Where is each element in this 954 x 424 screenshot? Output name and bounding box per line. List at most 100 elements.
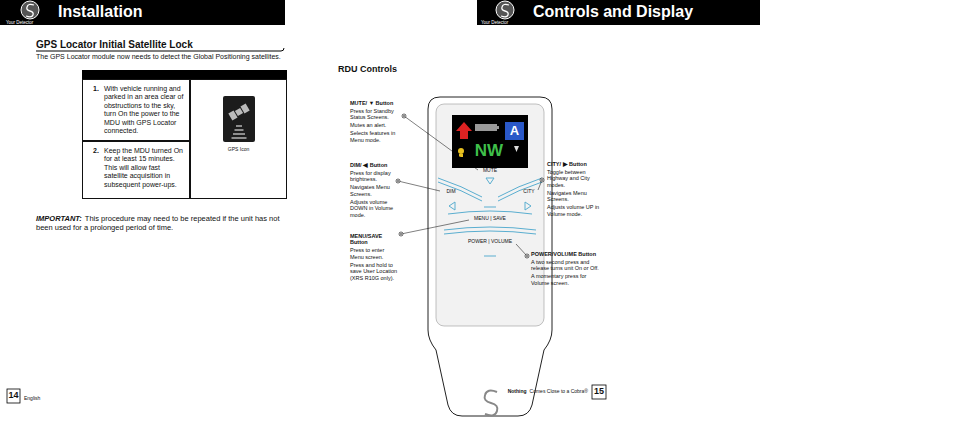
screen-icon: A — [510, 123, 519, 138]
header-bar — [0, 0, 760, 25]
header-tag-group: Your Detector — [6, 20, 33, 25]
rdu-device — [438, 182, 482, 201]
rdu-device — [486, 178, 494, 184]
callout-text: Press for Standby Status Screens. — [350, 108, 400, 121]
step-number: 1. — [93, 85, 104, 136]
rdu-device — [475, 124, 497, 131]
callout-dot-center — [400, 233, 402, 235]
button-label-group: CITY — [523, 189, 534, 195]
rdu-device — [498, 182, 542, 201]
callout-text: A two second press and release turns uni… — [531, 259, 599, 272]
header-bar — [496, 1, 514, 19]
callout-text-group: DIM/ ◀ ButtonPress for display brightnes… — [350, 162, 394, 218]
callout-text: Toggle between Highway and City modes. — [547, 169, 605, 188]
subheading-group: RDU Controls — [338, 64, 397, 75]
button-label: MUTE — [483, 168, 497, 174]
callout-text: A momentary press for Volume screen. — [531, 273, 599, 286]
footer-text: Comes Close to a Cobra® — [530, 388, 588, 394]
button-label-group: POWER | VOLUME — [468, 239, 512, 245]
callout-text: MENU/SAVE Button — [350, 233, 398, 246]
callout-text: POWER/VOLUME Button — [531, 251, 599, 257]
leader-line — [398, 116, 542, 256]
button-label-group: DIM — [446, 189, 455, 195]
rdu-device — [438, 178, 542, 256]
leader-line — [404, 116, 478, 170]
callout-text: Press and hold to save User Location (XR… — [350, 262, 398, 281]
rdu-device — [438, 178, 482, 197]
header-bar — [21, 1, 39, 19]
section-heading: Controls and Display — [533, 3, 693, 22]
callout-text-group: MUTE/ ▼ ButtonPress for Standby Status S… — [350, 100, 400, 143]
gps-icon — [234, 129, 243, 131]
button-label: CITY — [523, 189, 534, 195]
rdu-device — [484, 256, 496, 257]
note-text: IMPORTANT: — [36, 214, 82, 223]
rdu-device — [452, 115, 528, 168]
section-heading-group: Controls and Display — [533, 3, 693, 22]
callout-text: MUTE/ ▼ Button — [350, 100, 400, 106]
subheading-group: GPS Locator Initial Satellite Lock — [36, 39, 193, 51]
callout-dot — [396, 114, 544, 258]
header-bar — [0, 0, 285, 25]
section-heading: Installation — [58, 3, 142, 22]
step-text: With vehicle running and parked in an ar… — [104, 85, 185, 136]
gps-icon — [228, 104, 249, 121]
rdu-device — [497, 126, 499, 129]
rdu-device — [456, 122, 472, 139]
callout-text: Navigates Menu Screens. — [350, 184, 394, 197]
gps-icon — [236, 125, 242, 127]
header-tag-group: Your Detector — [481, 20, 508, 25]
header-tag: Your Detector — [481, 20, 508, 25]
footer-text: English — [24, 396, 40, 402]
leader-line — [401, 220, 469, 234]
rdu-device — [444, 227, 536, 230]
gps-icon — [234, 108, 242, 116]
title-rule — [281, 48, 284, 51]
rdu-device — [458, 148, 464, 154]
callout-text: Adjusts volume DOWN in Volume mode. — [350, 199, 394, 218]
callout-dot — [399, 232, 403, 236]
callout-text: Navigates Menu Screens. — [547, 190, 605, 203]
table-cell: GPS Icon — [190, 79, 287, 199]
step-number: 2. — [93, 147, 104, 194]
rdu-device — [485, 391, 498, 416]
table-cell: 1.With vehicle running and parked in an … — [82, 79, 190, 141]
rdu-device — [444, 231, 536, 234]
table-cell: 2.Keep the MDU turned On for at least 15… — [82, 141, 190, 199]
body-text: The GPS Locator module now needs to dete… — [36, 53, 316, 61]
page-number-group: 14 — [7, 390, 20, 401]
header-bar — [26, 4, 34, 16]
footer-text-group: English — [24, 396, 40, 402]
step-text: Keep the MDU turned On for at least 15 m… — [104, 147, 185, 194]
icon-caption: GPS Icon — [228, 146, 249, 152]
callout-text: Selects features in Menu mode. — [350, 130, 400, 143]
title-rule — [36, 50, 281, 51]
rdu-device — [505, 122, 524, 140]
callout-dot-center — [403, 115, 405, 117]
callout-dot-center — [541, 179, 543, 181]
callout-dot-center — [526, 255, 528, 257]
header-bar — [477, 0, 760, 25]
body-text-group: The GPS Locator module now needs to dete… — [36, 53, 316, 61]
rdu-device — [525, 202, 531, 210]
callout-text: Press for display brightness. — [350, 170, 394, 183]
callout-dot — [402, 114, 406, 118]
gps-icon — [223, 96, 255, 142]
footer-text-group: NothingComes Close to a Cobra® — [478, 389, 588, 395]
rdu-device — [436, 104, 544, 326]
rdu-device — [484, 207, 496, 208]
leader-line — [516, 244, 527, 256]
callout-text: DIM/ ◀ Button — [350, 162, 394, 168]
callout-text-group: CITY/ ▶ ButtonToggle between Highway and… — [547, 161, 605, 217]
rdu-device — [514, 146, 519, 152]
callout-text: Press to enter Menu screen. — [350, 247, 398, 260]
button-label: MENU | SAVE — [474, 216, 506, 222]
screen-icon: NW — [475, 141, 503, 161]
subheading: RDU Controls — [338, 64, 397, 75]
callout-dot-center — [397, 115, 543, 257]
page-number-box — [592, 385, 606, 399]
subheading: GPS Locator Initial Satellite Lock — [36, 39, 193, 51]
callout-dot-center — [397, 180, 399, 182]
callout-dot — [540, 178, 544, 182]
